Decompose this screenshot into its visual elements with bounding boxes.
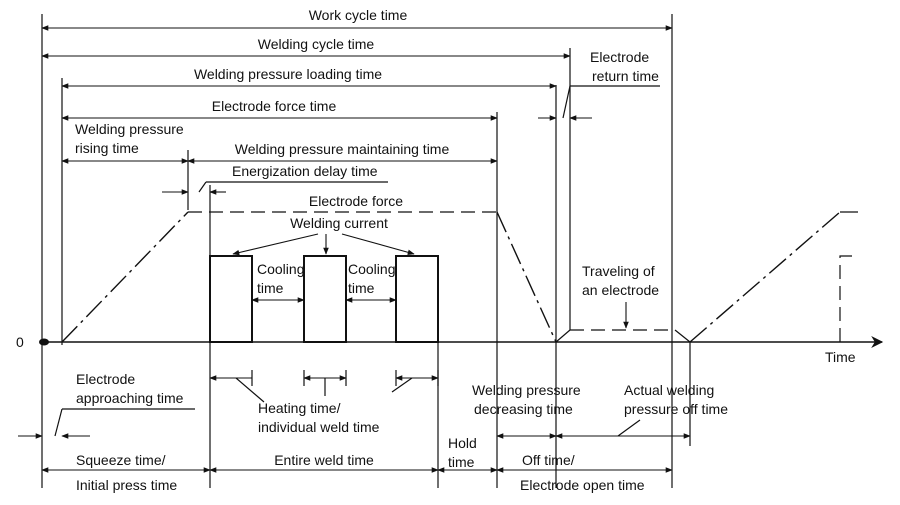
pressure-rising-label-2: rising time bbox=[75, 140, 139, 156]
electrode-return-pointer bbox=[562, 85, 571, 119]
electrode-return-label-1: Electrode bbox=[590, 49, 649, 65]
electrode-force-label: Electrode force bbox=[309, 193, 403, 209]
heating-pointer-3 bbox=[391, 377, 413, 393]
pressure-decreasing-label-2: decreasing time bbox=[474, 401, 573, 417]
time-axis: 0 Time bbox=[16, 334, 884, 365]
actual-off-label-1: Actual welding bbox=[624, 382, 714, 398]
energization-delay-label: Energization delay time bbox=[232, 163, 378, 179]
heating-pointer-1 bbox=[235, 377, 265, 403]
heating-label-2: individual weld time bbox=[258, 419, 380, 435]
welding-current-arrow-3 bbox=[341, 233, 415, 256]
squeeze-label-2: Initial press time bbox=[76, 477, 177, 493]
hold-label-2: time bbox=[448, 454, 475, 470]
cooling-label-2a: Cooling bbox=[348, 261, 395, 277]
actual-off-label-2: pressure off time bbox=[624, 401, 728, 417]
heating-label-1: Heating time/ bbox=[258, 400, 341, 416]
time-axis-label: Time bbox=[825, 349, 856, 365]
off-time-label-1: Off time/ bbox=[522, 452, 575, 468]
current-pulse-3 bbox=[395, 255, 439, 343]
hold-label-1: Hold bbox=[448, 435, 477, 451]
cooling-label-2b: time bbox=[348, 280, 375, 296]
traveling-label-1: Traveling of bbox=[582, 263, 655, 279]
top-dimensions: Work cycle time Welding cycle time Elect… bbox=[41, 7, 673, 195]
bottom-dimensions: Electrode approaching time Heating time/… bbox=[18, 342, 728, 493]
zero-label: 0 bbox=[16, 334, 24, 350]
actual-off-pointer bbox=[617, 419, 641, 437]
pressure-loading-label: Welding pressure loading time bbox=[194, 66, 382, 82]
reference-lines bbox=[41, 14, 673, 488]
next-cycle-rise-line bbox=[689, 211, 841, 343]
origin-dot bbox=[39, 338, 49, 346]
entire-weld-label: Entire weld time bbox=[274, 452, 374, 468]
squeeze-label-1: Squeeze time/ bbox=[76, 452, 166, 468]
force-rise-line bbox=[61, 211, 189, 343]
approaching-pointer bbox=[54, 408, 63, 437]
pressure-rising-label-1: Welding pressure bbox=[75, 121, 184, 137]
next-cycle-current-line bbox=[839, 255, 858, 342]
force-fall-line bbox=[496, 211, 557, 343]
work-cycle-label: Work cycle time bbox=[309, 7, 408, 23]
approaching-label-2: approaching time bbox=[76, 390, 184, 406]
cooling-label-1a: Cooling bbox=[257, 261, 304, 277]
travel-fall-line bbox=[674, 329, 691, 343]
waveforms: Electrode force Traveling of an electrod… bbox=[61, 193, 858, 343]
welding-cycle-label: Welding cycle time bbox=[258, 36, 375, 52]
current-pulse-1 bbox=[209, 255, 253, 343]
approaching-label-1: Electrode bbox=[76, 371, 135, 387]
pressure-maintaining-label: Welding pressure maintaining time bbox=[235, 141, 450, 157]
current-pulse-2 bbox=[303, 255, 347, 343]
welding-current-arrow-1 bbox=[232, 233, 319, 256]
energization-delay-pointer bbox=[198, 181, 207, 193]
electrode-return-label-2: return time bbox=[592, 68, 659, 84]
cooling-label-1b: time bbox=[257, 280, 284, 296]
electrode-force-time-label: Electrode force time bbox=[212, 98, 337, 114]
welding-current-label: Welding current bbox=[290, 215, 388, 231]
travel-rise-line bbox=[555, 329, 571, 343]
off-time-label-2: Electrode open time bbox=[520, 477, 645, 493]
pressure-decreasing-label-1: Welding pressure bbox=[472, 382, 581, 398]
traveling-label-2: an electrode bbox=[582, 282, 659, 298]
